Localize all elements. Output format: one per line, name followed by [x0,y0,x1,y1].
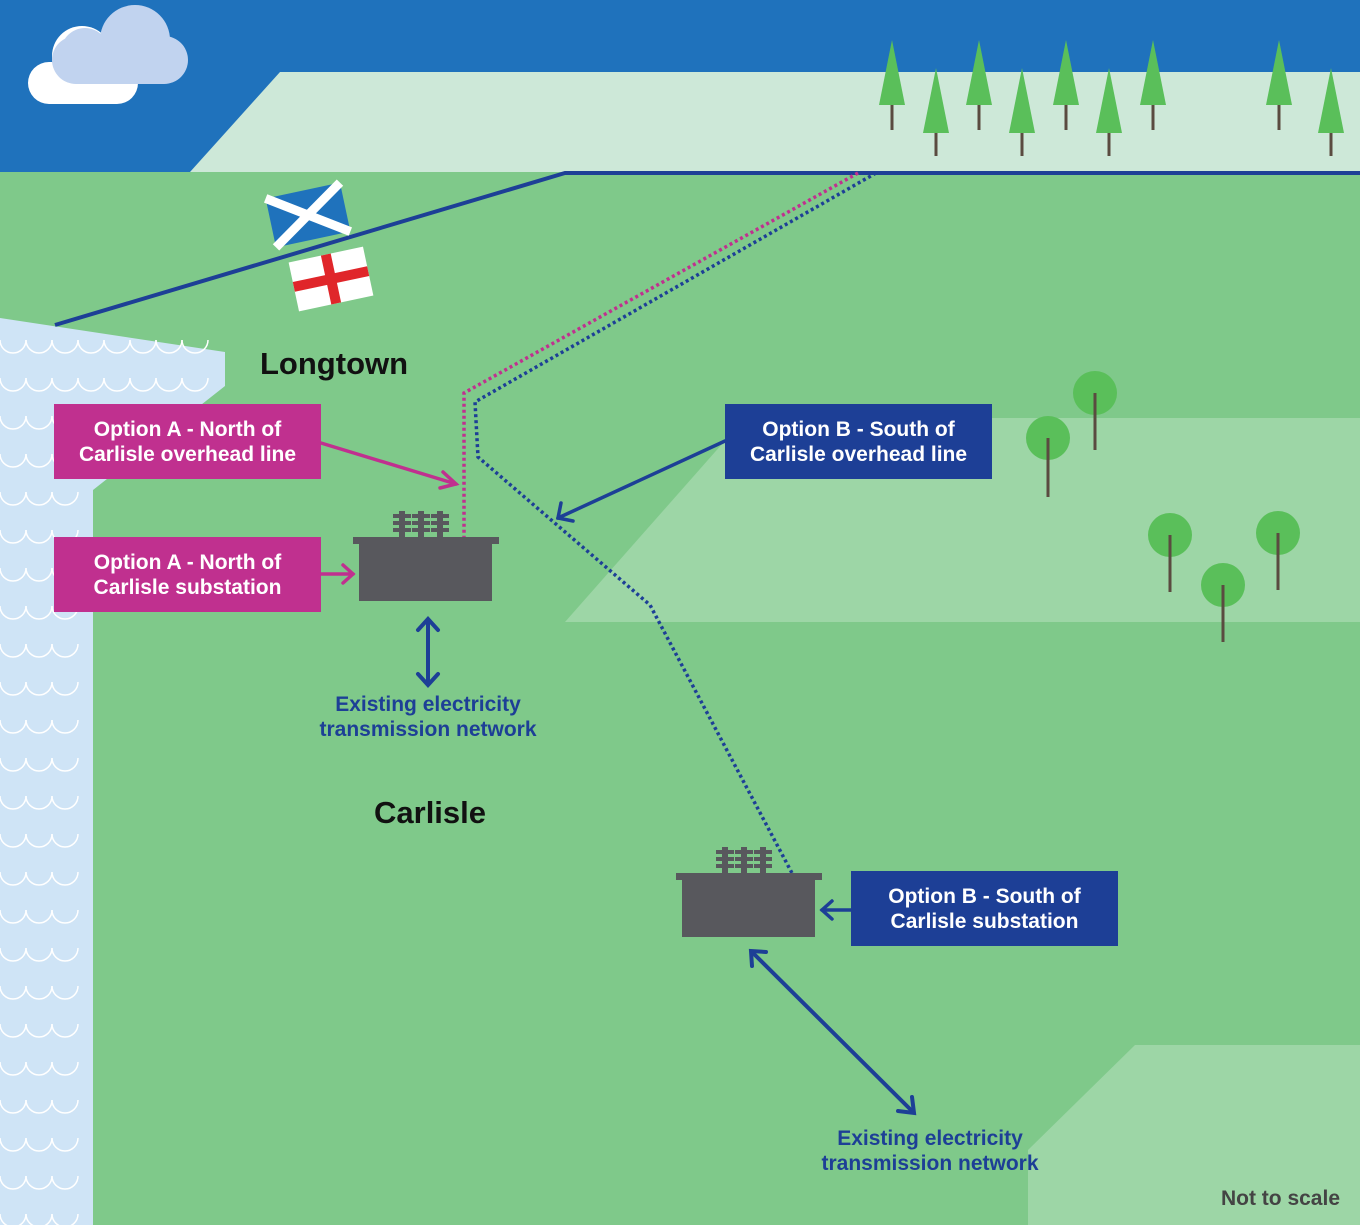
arrow-option-b-substation [819,899,853,921]
sea-waves [0,339,209,1225]
conifer-tree-icon [879,40,905,130]
arrow-option-a-substation [319,563,356,585]
existing-network-label-upper-line1: Existing electricity [335,693,521,716]
existing-network-label-lower-line2: transmission network [821,1152,1039,1175]
arrow-network-upper [416,616,440,688]
conifer-tree-icon [1009,68,1035,156]
conifer-tree-icon [1318,68,1344,156]
option-b-overhead-line [473,171,877,876]
border-line [54,171,1360,327]
round-tree-icon [1148,513,1192,592]
round-tree-icon [1073,371,1117,450]
conifer-trees [879,40,1344,156]
option-b-substation-icon [676,847,822,937]
conifer-tree-icon [1096,68,1122,156]
round-tree-icon [1201,563,1245,642]
conifer-tree-icon [923,68,949,156]
option-a-overhead-line-label: Option A - North of Carlisle overhead li… [54,404,321,479]
not-to-scale-note: Not to scale [1220,1187,1340,1210]
existing-network-label-upper-line2: transmission network [319,718,537,741]
option-a-substation-label-line2: Carlisle substation [93,575,282,599]
option-b-overhead-line-label: Option B - South of Carlisle overhead li… [725,404,992,479]
existing-network-label-lower: Existing electricity transmission networ… [800,1126,1060,1176]
option-b-overhead-line-label-line2: Carlisle overhead line [749,442,968,466]
option-a-overhead-line-label-line2: Carlisle overhead line [78,442,297,466]
round-tree-icon [1026,416,1070,497]
existing-network-label-upper: Existing electricity transmission networ… [298,692,558,742]
option-a-overhead-line-label-line1: Option A - North of [93,417,282,441]
existing-network-label-lower-line1: Existing electricity [837,1127,1023,1150]
option-b-substation-label: Option B - South of Carlisle substation [851,871,1118,946]
england-flag-icon [288,246,374,312]
place-label-longtown: Longtown [260,346,409,381]
conifer-tree-icon [1053,40,1079,130]
option-a-substation-label-line1: Option A - North of [93,550,282,574]
option-b-overhead-line-label-line1: Option B - South of [762,417,955,441]
scotland-flag-icon [263,179,353,251]
place-label-carlisle: Carlisle [374,795,487,830]
option-a-substation-icon [353,511,499,601]
option-b-substation-label-line1: Option B - South of [888,884,1081,908]
distant-hill [190,72,1360,172]
conifer-tree-icon [1266,40,1292,130]
option-b-substation-label-line2: Carlisle substation [890,909,1079,933]
option-a-substation-label: Option A - North of Carlisle substation [54,537,321,612]
cloud-icon [28,5,188,104]
conifer-tree-icon [966,40,992,130]
arrow-option-b-line [555,439,727,523]
round-tree-icon [1256,511,1300,590]
option-a-overhead-line [462,171,859,540]
field-patch-southeast [1028,1045,1360,1225]
round-trees [1026,371,1300,642]
conifer-tree-icon [1140,40,1166,130]
arrow-network-lower [748,948,917,1116]
arrow-option-a-line [319,441,460,490]
